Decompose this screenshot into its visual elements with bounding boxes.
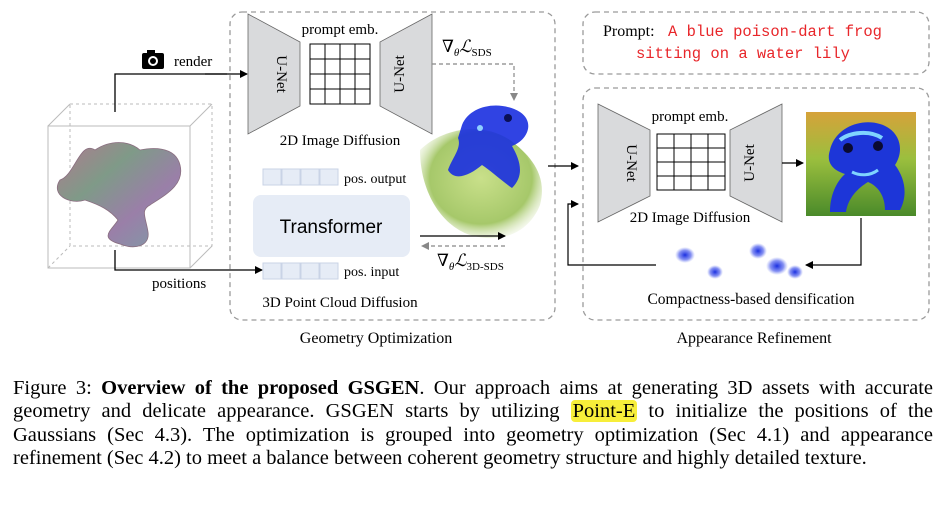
- figure-caption: Figure 3: Overview of the proposed GSGEN…: [13, 377, 933, 471]
- pos-input-tokens: [262, 262, 339, 280]
- 3d-sds-gradient-label: ∇θℒ3D-SDS: [437, 251, 504, 273]
- prompt-embedding-grid: [309, 43, 371, 105]
- render-path: render: [114, 50, 248, 112]
- initial-shape-mesh: [57, 142, 182, 248]
- prompt-label: Prompt:: [603, 23, 655, 40]
- prompt-emb-label: prompt emb.: [652, 109, 729, 125]
- densification-label: Compactness-based densification: [647, 291, 854, 308]
- refined-frog-image: [806, 112, 916, 216]
- render-label: render: [174, 54, 212, 70]
- caption-line1-rest: . Our approach aims at generating 3D ass…: [13, 377, 933, 423]
- geometry-optimization-title: Geometry Optimization: [300, 330, 452, 347]
- point-e-highlight: Point-E: [570, 400, 638, 423]
- figure-number: Figure 3:: [13, 377, 92, 399]
- positions-label: positions: [152, 276, 206, 292]
- point-cloud-diffusion-label: 3D Point Cloud Diffusion: [262, 295, 418, 311]
- sds-gradient-arrow: [432, 63, 518, 101]
- prompt-emb-label: prompt emb.: [302, 22, 379, 38]
- unet-label: U-Net: [392, 54, 408, 92]
- prompt-text-line1: A blue poison-dart frog: [668, 23, 882, 41]
- refine-loop-return: [567, 200, 656, 266]
- caption-text-a: starts by utilizing: [405, 400, 560, 423]
- unet-label: U-Net: [742, 143, 758, 181]
- appearance-unet-encoder: U-Net: [597, 103, 651, 223]
- svg-text:∇θℒSDS: ∇θℒSDS: [442, 37, 492, 59]
- prompt-text-line2: sitting on a water lily: [636, 45, 850, 63]
- prompt-embedding-grid: [656, 133, 726, 191]
- unet-label: U-Net: [623, 144, 639, 182]
- geometry-unet-decoder: U-Net: [379, 13, 433, 135]
- transformer-label: Transformer: [280, 217, 383, 238]
- caption-text-b: to initialize the positions of the Gauss…: [13, 400, 933, 470]
- camera-icon: [142, 50, 164, 69]
- positions-path: positions: [114, 250, 263, 292]
- point-cloud-cube: [47, 103, 213, 269]
- sds-gradient-label: ∇θℒSDS: [442, 37, 492, 59]
- appearance-unet-decoder: U-Net: [729, 103, 783, 223]
- appearance-refinement-box: [582, 87, 930, 321]
- gaussian-blobs: [675, 243, 803, 279]
- caption-method-name: GSGEN: [325, 400, 394, 423]
- svg-text:∇θℒ3D-SDS: ∇θℒ3D-SDS: [437, 251, 504, 273]
- unet-label: U-Net: [273, 55, 289, 93]
- prompt-box: [582, 11, 930, 75]
- diffusion-label: 2D Image Diffusion: [630, 210, 751, 226]
- geometry-unet-encoder: U-Net: [247, 13, 301, 135]
- pos-output-label: pos. output: [344, 172, 406, 187]
- caption-title: Overview of the proposed GSGEN: [101, 377, 420, 399]
- transformer-block: [253, 195, 410, 257]
- pos-input-label: pos. input: [344, 265, 399, 280]
- geometry-render-image: [420, 105, 542, 239]
- appearance-refinement-title: Appearance Refinement: [676, 330, 832, 347]
- refine-loop-line: [805, 218, 862, 269]
- overview-diagram: render positions U-Net U-Net prompt emb.…: [47, 11, 930, 347]
- pos-output-tokens: [262, 168, 339, 186]
- diffusion-label: 2D Image Diffusion: [280, 133, 401, 149]
